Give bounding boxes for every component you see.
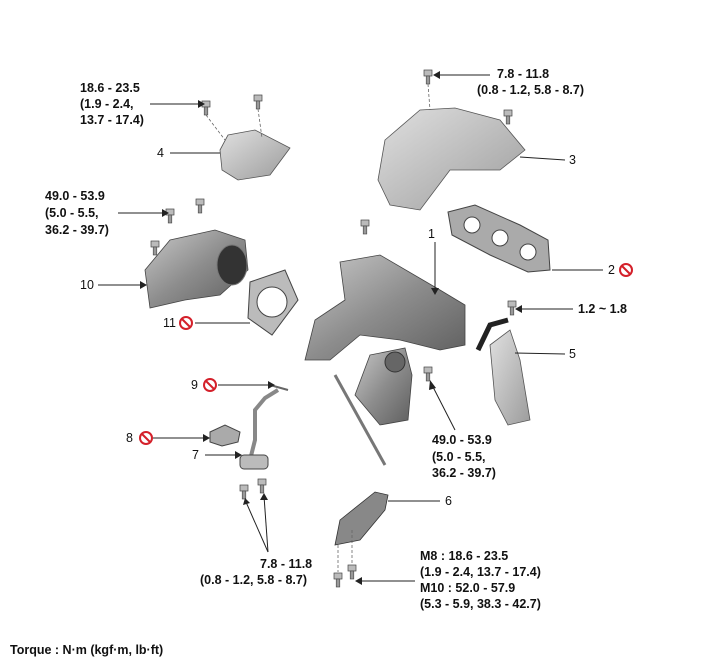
do-not-reuse-icon	[203, 378, 217, 392]
bracket-5	[475, 300, 531, 426]
torque-3-line1: 7.8 - 11.8	[497, 67, 549, 81]
torque-4-line2: (1.9 - 2.4,	[80, 97, 134, 111]
gasket-8	[209, 424, 241, 447]
do-not-reuse-icon	[179, 316, 193, 330]
part-number-3: 3	[569, 153, 576, 167]
torque-10-line1: 49.0 - 53.9	[45, 189, 105, 203]
part-number-1: 1	[428, 227, 435, 241]
gasket-11	[247, 269, 299, 336]
torque-10-line3: 36.2 - 39.7)	[45, 223, 109, 237]
do-not-reuse-icon	[139, 431, 153, 445]
torque-4-line1: 18.6 - 23.5	[80, 81, 140, 95]
gasket-2	[447, 204, 551, 273]
torque-6-line4: (5.3 - 5.9, 38.3 - 42.7)	[420, 597, 541, 611]
part-number-6: 6	[445, 494, 452, 508]
leader-lines	[98, 71, 603, 585]
torque-1-line2: (5.0 - 5.5,	[432, 450, 486, 464]
part-number-10: 10	[80, 278, 94, 292]
exhaust-manifold-1-turbocharger	[304, 254, 466, 466]
torque-3-line2: (0.8 - 1.2, 5.8 - 8.7)	[477, 83, 584, 97]
part-number-11: 11	[163, 316, 176, 330]
torque-10-line2: (5.0 - 5.5,	[45, 206, 99, 220]
part-number-4: 4	[157, 146, 164, 160]
torque-4-line3: 13.7 - 17.4)	[80, 113, 144, 127]
oil-pipe-7	[239, 384, 289, 500]
part-number-9: 9	[191, 378, 198, 392]
part-number-2: 2	[608, 263, 615, 277]
torque-units-note: Torque : N·m (kgf·m, lb·ft)	[10, 643, 163, 657]
torque-1-line1: 49.0 - 53.9	[432, 433, 492, 447]
bracket-6	[333, 491, 389, 588]
torque-6-line3: M10 : 52.0 - 57.9	[420, 581, 515, 595]
torque-5: 1.2 ~ 1.8	[578, 302, 627, 316]
do-not-reuse-icon	[619, 263, 633, 277]
heat-protector-4	[201, 94, 291, 181]
torque-7-line1: 7.8 - 11.8	[260, 557, 312, 571]
heat-protector-3	[360, 69, 526, 235]
catalytic-converter-10	[144, 198, 249, 309]
torque-7-line2: (0.8 - 1.2, 5.8 - 8.7)	[200, 573, 307, 587]
torque-1-line3: 36.2 - 39.7)	[432, 466, 496, 480]
torque-6-line2: (1.9 - 2.4, 13.7 - 17.4)	[420, 565, 541, 579]
torque-6-line1: M8 : 18.6 - 23.5	[420, 549, 508, 563]
part-number-8: 8	[126, 431, 133, 445]
part-number-5: 5	[569, 347, 576, 361]
part-number-7: 7	[192, 448, 199, 462]
